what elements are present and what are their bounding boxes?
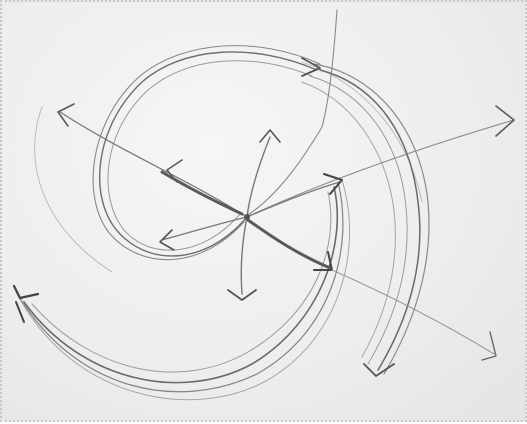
guide-curves (35, 62, 422, 272)
arrowhead-bottom-left-spiral (14, 286, 38, 298)
arrowhead-bottom-right-spiral (364, 364, 394, 376)
arrow-shaft-left (162, 217, 247, 240)
arrow-shaft-down (241, 217, 247, 294)
arrow-shaft-right (247, 182, 340, 217)
center-point (244, 214, 250, 220)
arrowhead-lower-right-long (482, 332, 496, 360)
arrow-shaft-upper-right (247, 120, 514, 217)
arrowhead-left (160, 230, 174, 250)
arrowhead-up (260, 130, 280, 142)
arrow-shaft-up (247, 137, 270, 217)
arrowhead-upper-left (58, 104, 74, 126)
radial-arrows (14, 10, 514, 376)
spiral-bottom-arm (24, 187, 337, 383)
